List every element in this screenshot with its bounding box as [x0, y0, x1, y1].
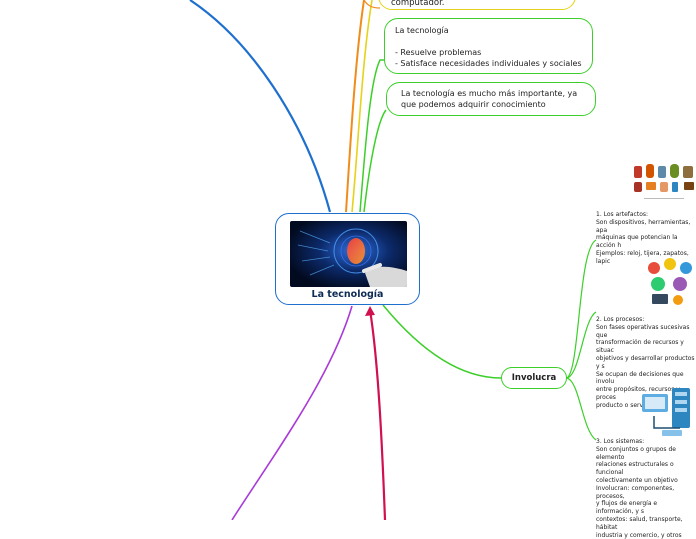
- branch-line-yellow: [351, 0, 373, 213]
- branch-line-blue: [189, 0, 332, 213]
- involucra-node[interactable]: Involucra: [501, 367, 567, 389]
- artefactos-image: [628, 160, 696, 204]
- top-note-box[interactable]: computador.: [378, 0, 576, 10]
- sub-line-sistemas: [566, 377, 597, 441]
- importance-text: La tecnología es mucho más importante, y…: [401, 89, 578, 109]
- sub-line-procesos: [566, 311, 597, 379]
- connector-lines: [189, 0, 597, 520]
- procesos-text: 2. Los procesos: Son fases operativas su…: [596, 316, 695, 409]
- importance-box[interactable]: La tecnología es mucho más importante, y…: [386, 82, 596, 116]
- sistemas-text: 3. Los sistemas: Son conjuntos o grupos …: [596, 438, 683, 539]
- sistemas-image: [640, 386, 696, 438]
- branch-line-orange: [345, 0, 365, 213]
- tech-hand-image: [290, 221, 407, 287]
- central-node[interactable]: La tecnología: [275, 213, 420, 305]
- tech-definition-text: La tecnología - Resuelve problemas - Sat…: [395, 26, 582, 68]
- tech-definition-box[interactable]: La tecnología - Resuelve problemas - Sat…: [384, 18, 593, 74]
- central-title: La tecnología: [311, 289, 384, 300]
- sub-line-artefactos: [566, 239, 597, 379]
- branch-line-green-middle: [363, 109, 387, 213]
- branch-line-purple: [231, 305, 353, 520]
- artefactos-text: 1. Los artefactos: Son dispositivos, her…: [596, 211, 691, 265]
- branch-line-magenta: [368, 309, 387, 520]
- involucra-label: Involucra: [511, 373, 557, 383]
- top-note-text: computador.: [391, 0, 445, 8]
- procesos-image: [644, 254, 696, 308]
- magenta-arrowhead: [365, 306, 375, 316]
- branch-line-orange-top: [363, 0, 381, 9]
- branch-line-green-upper: [359, 59, 384, 213]
- branch-line-involucra: [382, 304, 502, 379]
